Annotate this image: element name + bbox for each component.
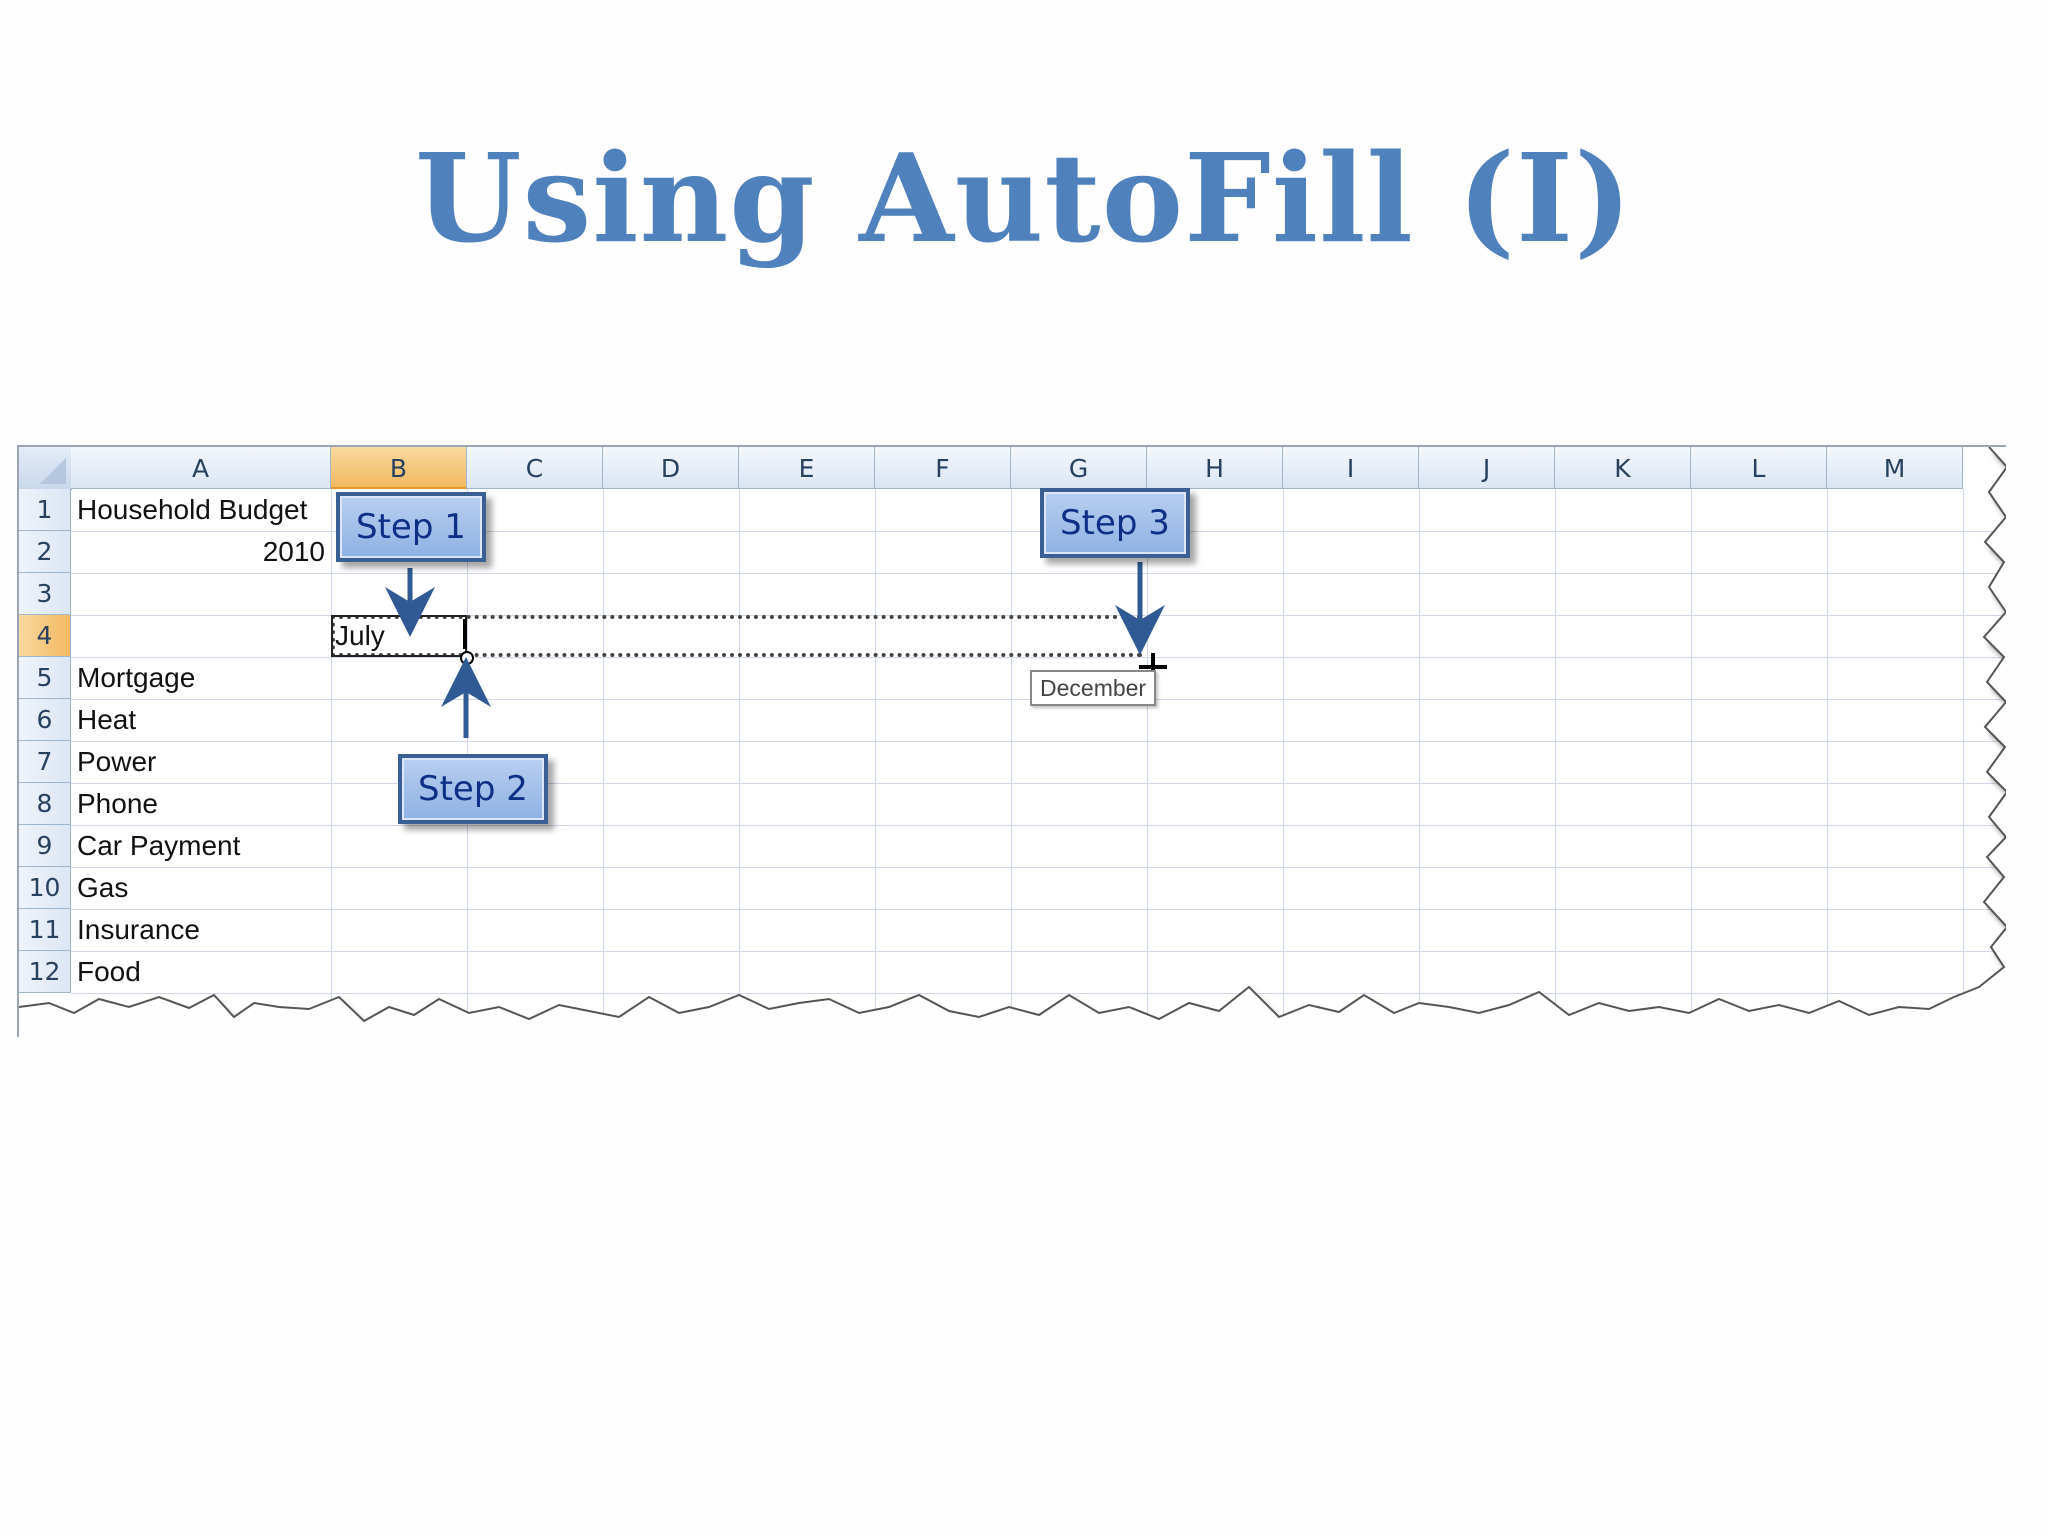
cell-a10[interactable]: Gas — [77, 872, 129, 903]
gridline — [1963, 489, 1964, 1037]
cell-a8[interactable]: Phone — [77, 788, 158, 819]
step-2-callout: Step 2 — [398, 754, 548, 824]
gridline — [1827, 489, 1828, 1037]
gridline — [739, 489, 740, 1037]
gridline — [875, 489, 876, 1037]
gridline — [1419, 489, 1420, 1037]
column-header-a[interactable]: A — [71, 447, 331, 489]
column-header-f[interactable]: F — [875, 447, 1011, 489]
gridline — [71, 951, 2006, 952]
step-3-callout: Step 3 — [1040, 488, 1190, 558]
row-header-1[interactable]: 1 — [19, 489, 71, 531]
column-header-k[interactable]: K — [1555, 447, 1691, 489]
column-header-m[interactable]: M — [1827, 447, 1963, 489]
gridline — [71, 867, 2006, 868]
cell-a1[interactable]: Household Budget — [77, 494, 308, 525]
cell-a7[interactable]: Power — [77, 746, 157, 777]
column-header-b[interactable]: B — [331, 447, 467, 489]
row-header-7[interactable]: 7 — [19, 741, 71, 783]
row-header-5[interactable]: 5 — [19, 657, 71, 699]
row-header-4[interactable]: 4 — [19, 615, 71, 657]
row-header-6[interactable]: 6 — [19, 699, 71, 741]
row-header-12[interactable]: 12 — [19, 951, 71, 993]
column-header-c[interactable]: C — [467, 447, 603, 489]
cell-a11[interactable]: Insurance — [77, 914, 200, 945]
gridline — [71, 909, 2006, 910]
column-header-g[interactable]: G — [1011, 447, 1147, 489]
column-header-l[interactable]: L — [1691, 447, 1827, 489]
column-header-d[interactable]: D — [603, 447, 739, 489]
gridline — [1555, 489, 1556, 1037]
gridline — [71, 573, 2006, 574]
select-all-triangle-icon — [40, 458, 66, 484]
column-header-e[interactable]: E — [739, 447, 875, 489]
cell-a6[interactable]: Heat — [77, 704, 137, 735]
torn-paper-edge — [19, 447, 2006, 1037]
gridline — [71, 993, 2006, 994]
crosshair-cursor-icon — [1139, 653, 1167, 681]
row-header-9[interactable]: 9 — [19, 825, 71, 867]
gridline — [71, 825, 2006, 826]
cell-a5[interactable]: Mortgage — [77, 662, 196, 693]
slide-title: Using AutoFill (I) — [415, 126, 1633, 270]
row-header-2[interactable]: 2 — [19, 531, 71, 573]
text-cursor-icon — [463, 619, 467, 649]
autofill-tooltip: December — [1030, 670, 1157, 706]
column-header-j[interactable]: J — [1419, 447, 1555, 489]
cell-a12[interactable]: Food — [77, 956, 141, 987]
gridline — [1011, 489, 1012, 1037]
gridline — [71, 531, 2006, 532]
gridline — [71, 741, 2006, 742]
cell-b4[interactable]: July — [335, 620, 385, 651]
gridline — [1283, 489, 1284, 1037]
row-header-8[interactable]: 8 — [19, 783, 71, 825]
row-header-10[interactable]: 10 — [19, 867, 71, 909]
cell-a2[interactable]: 2010 — [262, 536, 325, 567]
step-1-callout: Step 1 — [336, 492, 486, 562]
row-header-3[interactable]: 3 — [19, 573, 71, 615]
gridline — [71, 783, 2006, 784]
gridline — [71, 657, 2006, 658]
gridline — [1691, 489, 1692, 1037]
cell-a9[interactable]: Car Payment — [77, 830, 241, 861]
gridline — [331, 489, 332, 1037]
gridline — [603, 489, 604, 1037]
column-header-i[interactable]: I — [1283, 447, 1419, 489]
column-header-h[interactable]: H — [1147, 447, 1283, 489]
gridline — [1147, 489, 1148, 1037]
row-header-11[interactable]: 11 — [19, 909, 71, 951]
